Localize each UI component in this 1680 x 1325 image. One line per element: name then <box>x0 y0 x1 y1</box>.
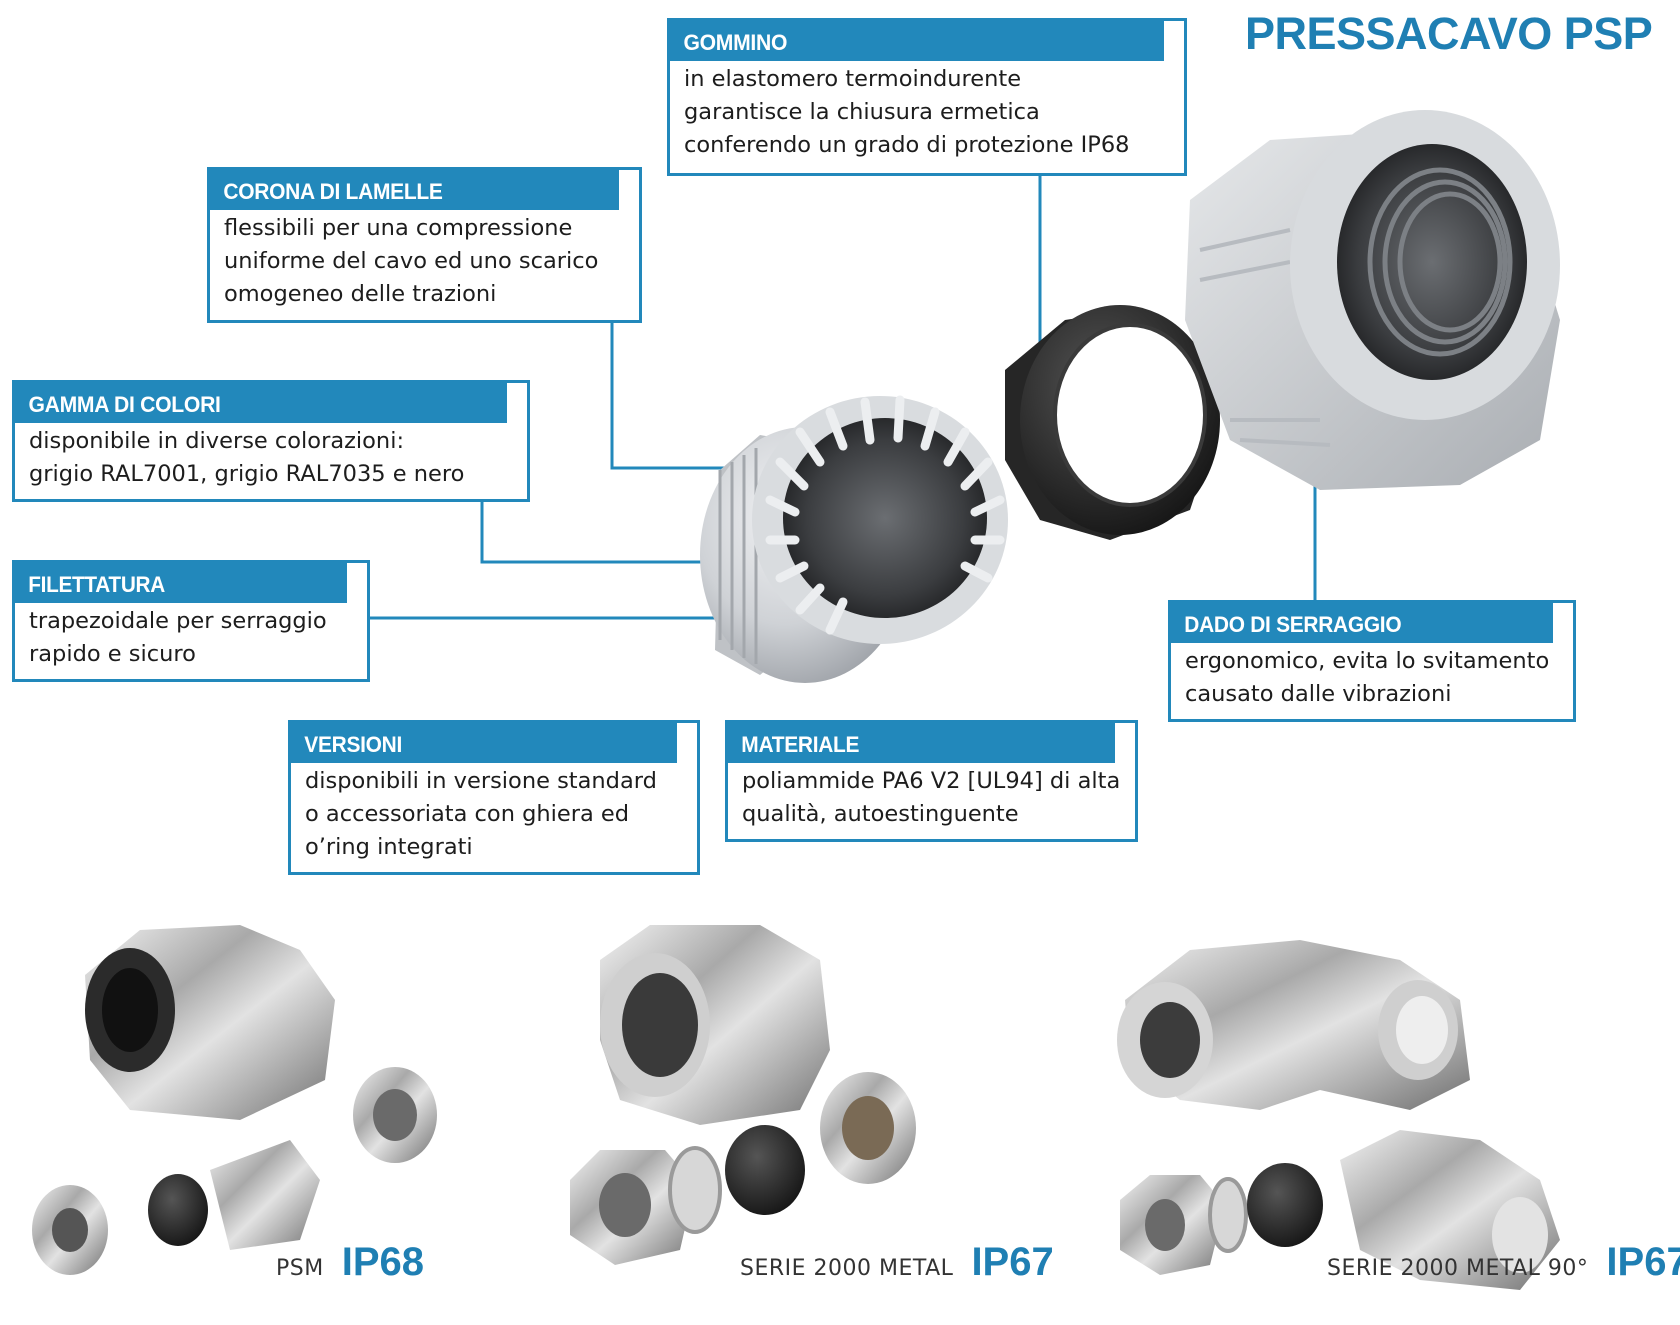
variant-rating: IP67 <box>971 1240 1054 1284</box>
callout-dado-di-serraggio: DADO DI SERRAGGIO ergonomico, evita lo s… <box>1168 600 1576 722</box>
callout-materiale-title: MATERIALE <box>728 723 1115 763</box>
variant-rating: IP68 <box>341 1240 425 1284</box>
callout-gommino: GOMMINO in elastomero termoindurente gar… <box>667 18 1187 176</box>
callout-corona-di-lamelle: CORONA DI LAMELLE flessibili per una com… <box>207 167 642 323</box>
psm-product-photo <box>32 925 437 1275</box>
serie-2000-metal-90-photo <box>1117 940 1560 1290</box>
callout-gamma-di-colori: GAMMA DI COLORI disponibile in diverse c… <box>12 380 530 502</box>
variant-psm: PSM IP68 <box>276 1240 424 1285</box>
callout-gommino-title: GOMMINO <box>670 21 1164 61</box>
variant-name: SERIE 2000 METAL <box>740 1256 954 1281</box>
callout-gamma-title: GAMMA DI COLORI <box>15 383 507 423</box>
callout-filettatura-title: FILETTATURA <box>15 563 347 603</box>
variant-rating: IP67 <box>1606 1240 1680 1284</box>
variant-serie-2000-metal-90: SERIE 2000 METAL 90° IP67 <box>1327 1240 1680 1285</box>
variant-serie-2000-metal: SERIE 2000 METAL IP67 <box>740 1240 1054 1285</box>
callout-materiale: MATERIALE poliammide PA6 V2 [UL94] di al… <box>725 720 1138 842</box>
callout-gommino-text: in elastomero termoindurente garantisce … <box>684 66 1130 158</box>
clamping-nut <box>1185 110 1560 490</box>
psp-gland-body <box>700 395 1008 683</box>
callout-dado-text: ergonomico, evita lo svitamento causato … <box>1185 648 1550 707</box>
callout-corona-text: flessibili per una compressione uniforme… <box>224 215 599 307</box>
callout-filettatura: FILETTATURA trapezoidale per serraggio r… <box>12 560 370 682</box>
callout-versioni-title: VERSIONI <box>291 723 677 763</box>
page-title: PRESSACAVO PSP <box>1245 8 1653 59</box>
callout-dado-title: DADO DI SERRAGGIO <box>1171 603 1553 643</box>
callout-corona-title: CORONA DI LAMELLE <box>210 170 619 210</box>
callout-gamma-text: disponibile in diverse colorazioni: grig… <box>29 428 465 487</box>
serie-2000-metal-photo <box>570 925 916 1265</box>
black-seal <box>1005 305 1220 540</box>
callout-materiale-text: poliammide PA6 V2 [UL94] di alta qualità… <box>742 768 1121 827</box>
callout-filettatura-text: trapezoidale per serraggio rapido e sicu… <box>29 608 327 667</box>
variant-name: PSM <box>276 1256 324 1281</box>
variant-name: SERIE 2000 METAL 90° <box>1327 1256 1589 1281</box>
callout-versioni-text: disponibili in versione standard o acces… <box>305 768 657 860</box>
callout-versioni: VERSIONI disponibili in versione standar… <box>288 720 700 875</box>
